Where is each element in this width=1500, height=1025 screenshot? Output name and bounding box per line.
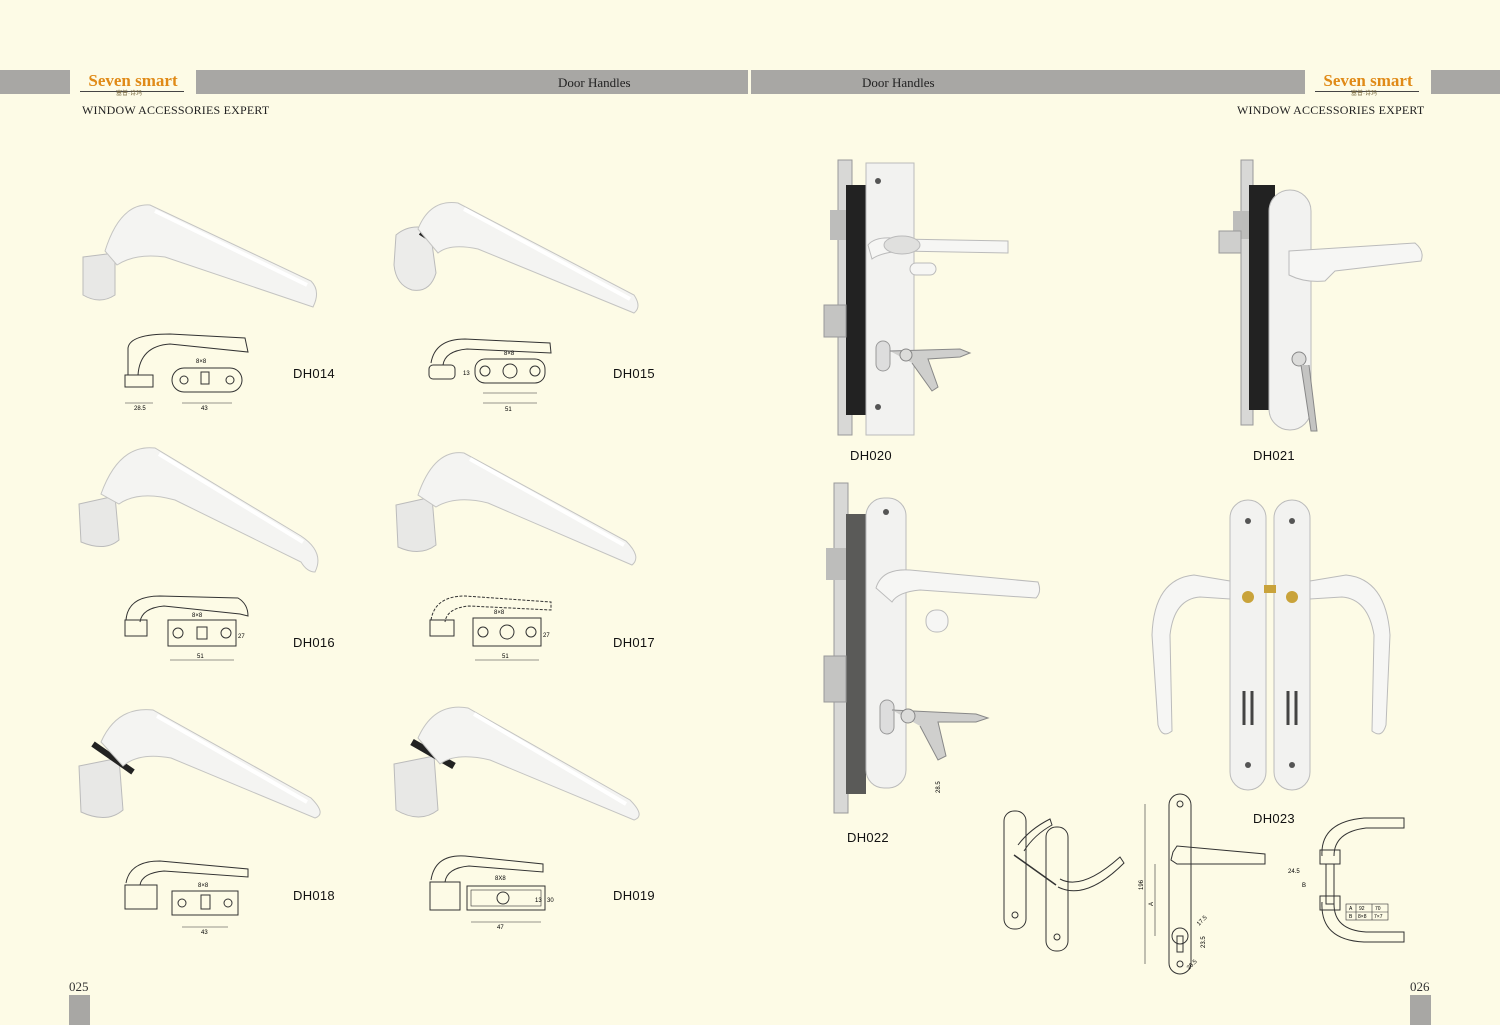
brand-subtitle: 塞普·诗玛: [116, 91, 142, 97]
dim-label: 8×8: [192, 613, 203, 619]
dh014-drawing: 8×8 28.5 43: [124, 333, 249, 412]
dim-label: 196: [1139, 879, 1145, 890]
product-code-dh014: DH014: [293, 366, 335, 381]
dh020-lockset-photo: [823, 159, 1009, 436]
section-title-left: Door Handles: [558, 75, 631, 90]
dh016-handle-photo: [78, 447, 319, 573]
dh023-section-drawing: 24.5 B A 92 70 B 8×8 7×7: [1288, 817, 1405, 943]
page-number-left: 025: [69, 979, 89, 994]
dh019-handle-photo: [393, 706, 640, 821]
product-code-dh016: DH016: [293, 635, 335, 650]
dh018-handle-photo: [78, 709, 321, 819]
brand-logo-right: Seven smart 塞普·诗玛: [1305, 70, 1431, 97]
page-tab-right: [1410, 995, 1431, 1025]
dim-label: 51: [502, 654, 509, 660]
product-code-dh019: DH019: [613, 888, 655, 903]
brand-name: Seven smart: [88, 71, 178, 90]
table-cell: B: [1349, 914, 1353, 920]
table-cell: 8×8: [1358, 914, 1367, 920]
tagline-left: WINDOW ACCESSORIES EXPERT: [82, 103, 270, 117]
brand-subtitle: 塞普·诗玛: [1351, 91, 1377, 97]
product-code-dh018: DH018: [293, 888, 335, 903]
table-cell: 70: [1375, 906, 1381, 912]
dim-label: 47: [497, 925, 504, 931]
dh019-drawing: 8X8 13 30 47: [429, 855, 554, 931]
dim-label: 28.5: [1186, 958, 1199, 971]
product-code-dh015: DH015: [613, 366, 655, 381]
table-cell: 92: [1359, 906, 1365, 912]
dh018-drawing: 8×8 43: [124, 860, 249, 936]
dh023-elevation-drawing: 196 A 17.5 23.5 28.5: [1139, 793, 1266, 975]
dh015-handle-photo: [393, 202, 639, 314]
dim-label: 28.5: [134, 406, 146, 412]
dim-label: 8×8: [504, 351, 515, 357]
brand-logo-left: Seven smart 塞普·诗玛: [70, 70, 196, 97]
dim-label: 24.5: [1288, 869, 1300, 875]
dim-label: 51: [505, 407, 512, 413]
dim-label: 30: [547, 898, 554, 904]
dh017-drawing: 8×8 27 51: [429, 595, 552, 661]
dim-label: 43: [201, 930, 208, 936]
page-number-right: 026: [1410, 979, 1430, 994]
table-cell: A: [1349, 906, 1353, 912]
dh014-handle-photo: [82, 204, 317, 308]
dim-label: 8×8: [494, 610, 505, 616]
dim-label: 8×8: [196, 359, 207, 365]
dim-label: 27: [543, 633, 550, 639]
product-code-dh020: DH020: [850, 448, 892, 463]
dh015-drawing: 8×8 13 51: [428, 338, 552, 413]
dim-label: 8×8: [198, 883, 209, 889]
product-code-dh023: DH023: [1253, 811, 1295, 826]
dim-label: 13: [463, 371, 470, 377]
dim-label: 51: [197, 654, 204, 660]
dim-label: 43: [201, 406, 208, 412]
product-code-dh017: DH017: [613, 635, 655, 650]
product-code-dh022: DH022: [847, 830, 889, 845]
section-title-right: Door Handles: [862, 75, 935, 90]
logo-rule: [80, 91, 184, 92]
dh023-handleset-photo: [1151, 499, 1391, 791]
dim-label: A: [1149, 902, 1155, 906]
brand-name: Seven smart: [1323, 71, 1413, 90]
dh021-lockset-photo: [1218, 159, 1423, 432]
tagline-right: WINDOW ACCESSORIES EXPERT: [1237, 103, 1425, 117]
dim-label: 8X8: [495, 876, 506, 882]
table-cell: 7×7: [1374, 914, 1383, 920]
dh017-handle-photo: [395, 452, 637, 566]
dim-label: 23.5: [1201, 936, 1207, 948]
dim-label: 28.5: [936, 781, 942, 793]
dh023-spec-table: A 92 70 B 8×8 7×7: [1345, 903, 1389, 921]
dh016-drawing: 8×8 27 51: [124, 595, 249, 661]
logo-rule: [1315, 91, 1419, 92]
dh022-lockset-photo: 28.5: [823, 482, 1041, 814]
dh023-perspective-drawing: [1003, 810, 1125, 952]
page-tab-left: [69, 995, 90, 1025]
dim-label: 27: [238, 634, 245, 640]
dim-label: B: [1302, 883, 1306, 889]
product-code-dh021: DH021: [1253, 448, 1295, 463]
dim-label: 17.5: [1196, 914, 1209, 927]
dim-label: 13: [535, 898, 542, 904]
